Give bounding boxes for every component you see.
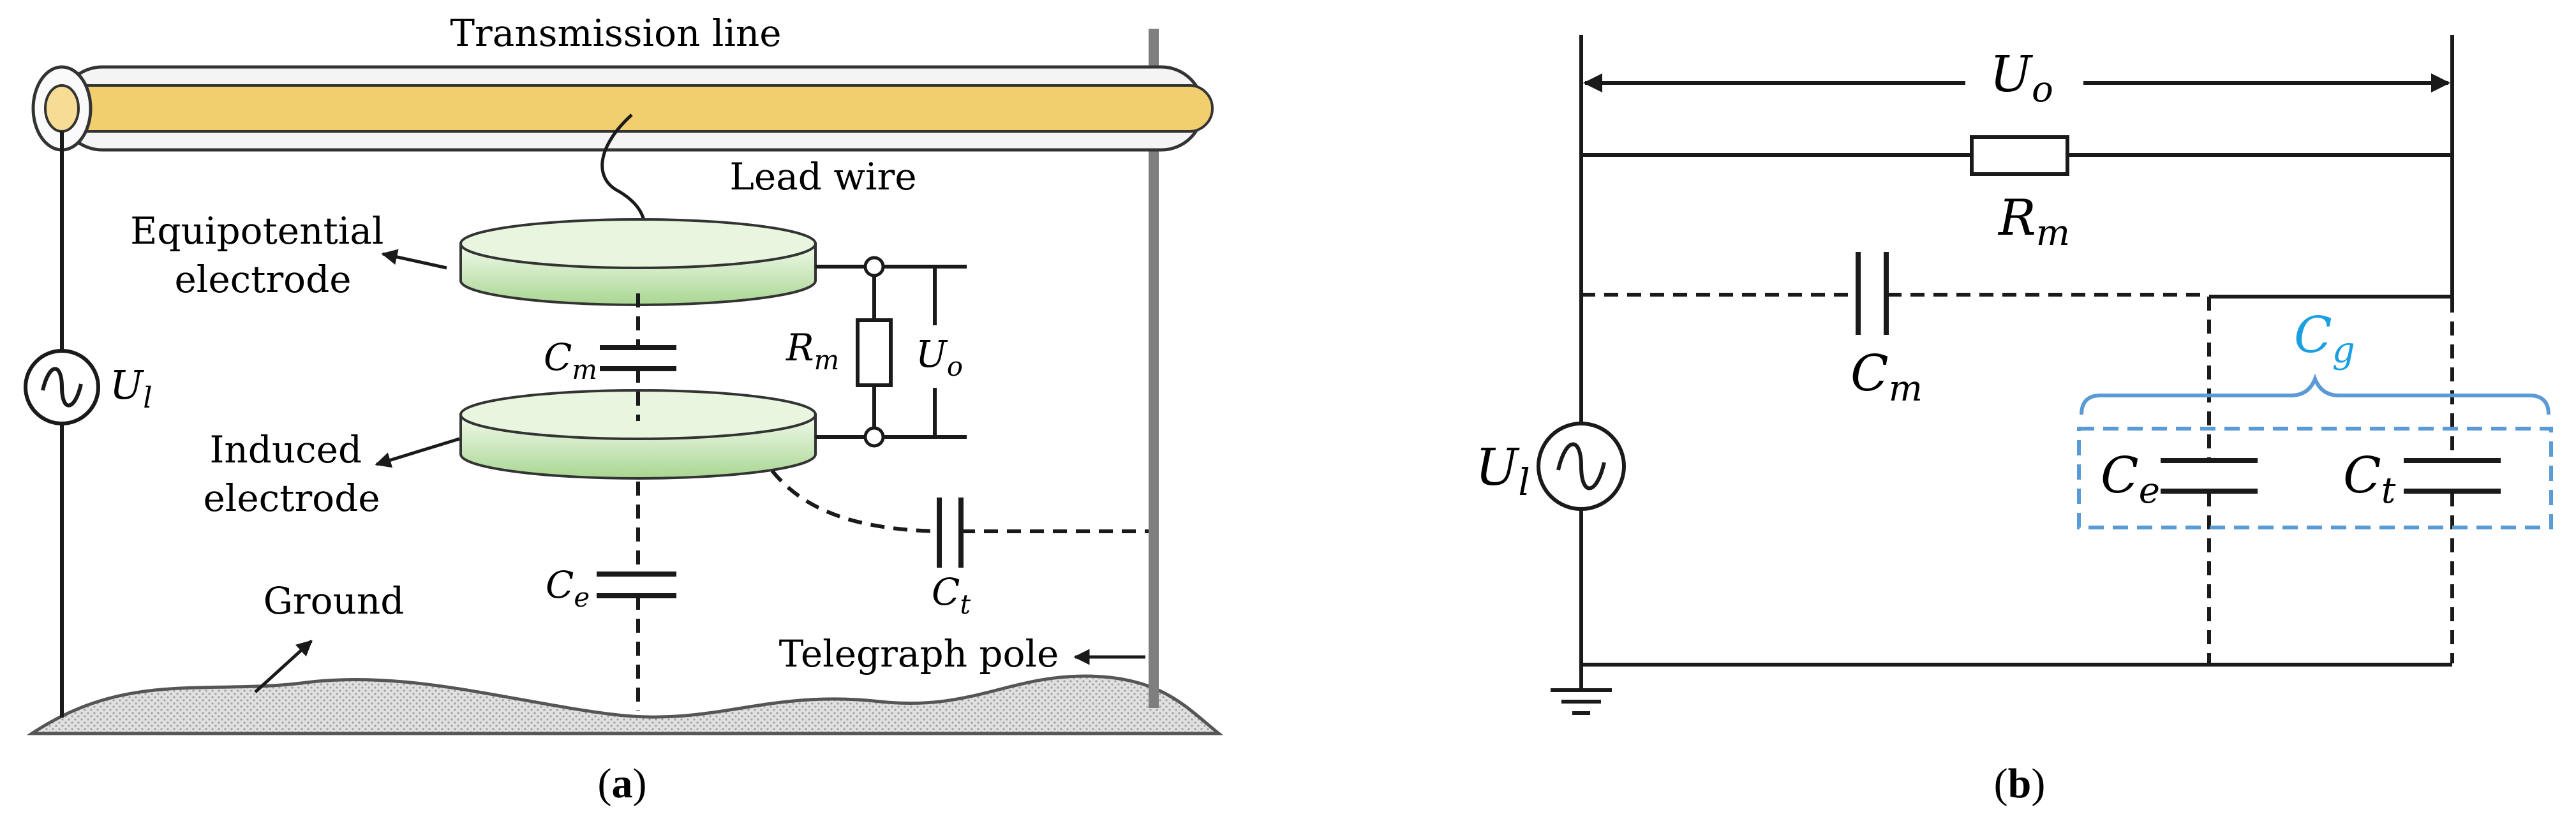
uo-label-a: Uo (916, 332, 963, 382)
caption-a: (a) (598, 760, 647, 807)
telegraph-pole (1149, 29, 1159, 708)
induced-electrode-label: Induced electrode (203, 428, 380, 520)
ground-arrow (254, 640, 313, 693)
uo-label-b: Uo (1990, 46, 2053, 110)
cm-label-a: Cm (544, 336, 597, 385)
ct-label-a: Ct (932, 570, 971, 620)
transmission-line-cable (31, 65, 1214, 152)
ground-surface (26, 674, 1224, 735)
equipotential-electrode-arrow (381, 249, 447, 270)
panel-a: Transmission line Ul Lead wire Equipoten… (24, 11, 1224, 807)
induced-electrode-arrow (375, 437, 460, 468)
source-label-b: Ul (1475, 438, 1530, 504)
rm-label-a: Rm (785, 326, 839, 376)
ce-label-a: Ce (546, 563, 590, 613)
transmission-line-label: Transmission line (450, 11, 781, 55)
measurement-branch (815, 256, 967, 448)
ground-label: Ground (264, 579, 405, 623)
cg-dashed-box (2077, 427, 2553, 529)
equipotential-electrode (459, 218, 817, 306)
ct-dashed-curve (770, 469, 939, 533)
ac-source-a (24, 349, 100, 425)
equipotential-electrode-label: Equipotential electrode (130, 209, 396, 301)
cm-label-b: Cm (1850, 345, 1923, 409)
cg-brace (2080, 373, 2550, 415)
rm-resistor-b (1970, 135, 2069, 176)
ct-label-b: Ct (2343, 447, 2396, 512)
panel-b: Uo Rm Cm Ul Ce Ct (1475, 35, 2553, 807)
ac-source-b (1537, 422, 1626, 511)
rm-label-b: Rm (1997, 189, 2070, 254)
ce-label-b: Ce (2101, 447, 2160, 512)
ground-symbol (1551, 667, 1612, 715)
cg-label-b: Cg (2294, 307, 2355, 371)
source-label-a: Ul (110, 362, 153, 415)
lead-wire-label: Lead wire (729, 155, 916, 198)
caption-b: (b) (1994, 760, 2046, 807)
telegraph-pole-label: Telegraph pole (779, 632, 1059, 675)
